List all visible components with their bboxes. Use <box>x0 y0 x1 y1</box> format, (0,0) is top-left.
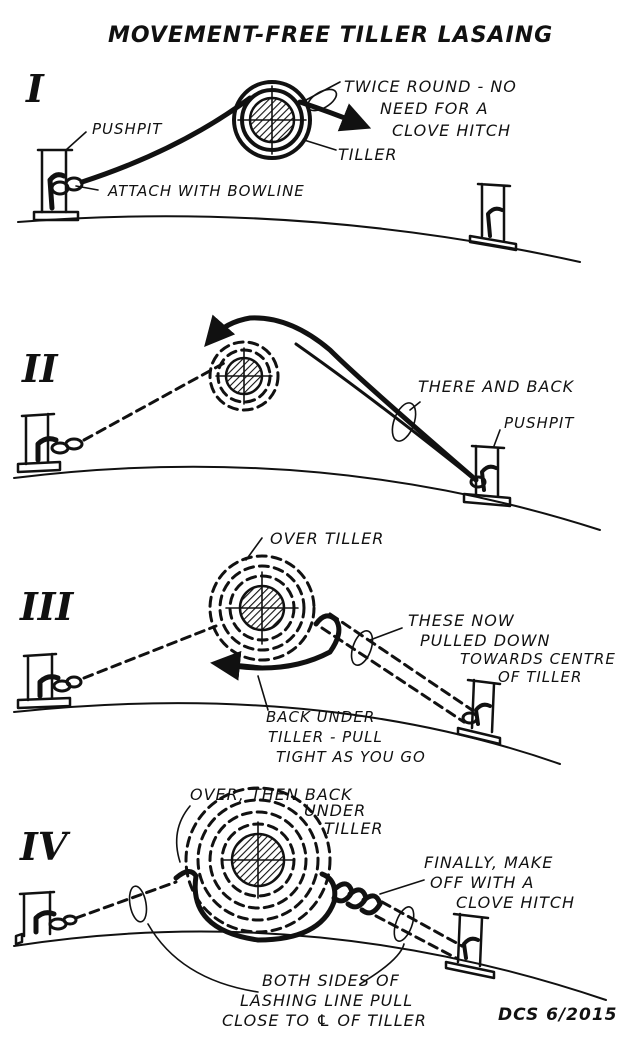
leader-line <box>409 401 421 411</box>
leader-line <box>305 81 341 101</box>
pushpit-stanchion-icon <box>16 652 83 710</box>
label-both-sides: LASHING LINE PULL <box>240 991 413 1010</box>
lashing-line-icon <box>173 869 338 943</box>
signature: DCS 6/2015 <box>498 1005 618 1025</box>
label-pushpit: PUSHPIT <box>504 414 575 432</box>
panel-1-deck <box>17 215 581 263</box>
tiller-cross-section-icon <box>232 80 312 160</box>
label-these-now: TOWARDS CENTRE <box>460 650 616 668</box>
label-twice-round: CLOVE HITCH <box>392 121 511 140</box>
lashing-line-icon <box>320 626 466 724</box>
leader-line <box>369 627 403 641</box>
tiller-cross-section-icon <box>184 786 332 934</box>
leader-line <box>379 879 425 895</box>
label-tiller: TILLER <box>338 145 398 164</box>
lashing-line-icon <box>79 95 253 185</box>
arrow-icon <box>297 99 372 132</box>
diagram-title: MOVEMENT-FREE TILLER LASAING <box>108 23 553 48</box>
tiller-cross-section-icon <box>208 340 280 412</box>
panel-2-numeral: II <box>21 346 59 391</box>
callout-ellipse <box>391 402 417 442</box>
label-over-then: TILLER <box>324 819 384 838</box>
label-back-under: TIGHT AS YOU GO <box>276 748 426 766</box>
pushpit-stanchion-icon <box>14 890 78 946</box>
label-over-then: OVER, THEN BACK <box>190 785 353 804</box>
label-back-under: BACK UNDER <box>266 708 375 726</box>
label-these-now: OF TILLER <box>498 668 582 686</box>
callout-ellipse <box>128 885 148 923</box>
label-twice-round: TWICE ROUND - NO <box>344 77 517 96</box>
leader-line <box>65 131 87 151</box>
label-finally: CLOVE HITCH <box>456 893 575 912</box>
arrow-icon <box>210 650 265 681</box>
lashing-line-icon <box>374 914 458 960</box>
leader-line <box>147 923 259 993</box>
clove-hitch-icon <box>331 881 383 916</box>
panel-2-deck <box>13 465 601 531</box>
panel-4: IV <box>13 785 618 1030</box>
label-these-now: PULLED DOWN <box>420 631 550 650</box>
panel-1: I <box>17 66 581 263</box>
leader-line <box>493 429 501 447</box>
lashing-line-icon <box>294 342 472 478</box>
label-attach: ATTACH WITH BOWLINE <box>107 182 305 200</box>
panel-3: III <box>13 529 616 766</box>
label-pushpit: PUSHPIT <box>92 120 163 138</box>
lashing-line-icon <box>328 612 474 712</box>
leader-line <box>303 139 337 151</box>
panel-2: II THERE AND BA <box>13 314 601 531</box>
pushpit-stanchion-icon <box>16 412 84 474</box>
label-both-sides: BOTH SIDES OF <box>262 971 400 990</box>
label-back-under: TILLER - PULL <box>268 728 383 746</box>
pushpit-stanchion-icon <box>32 148 80 222</box>
lashing-line-icon <box>221 613 342 671</box>
label-these-now: THESE NOW <box>408 611 515 630</box>
pushpit-stanchion-icon <box>444 912 496 980</box>
panel-4-deck <box>13 930 607 1001</box>
label-over-tiller: OVER TILLER <box>270 529 384 548</box>
label-twice-round: NEED FOR A <box>380 99 489 118</box>
tiller-cross-section-icon <box>208 554 316 662</box>
panel-3-numeral: III <box>19 584 75 629</box>
pushpit-stanchion-icon <box>456 678 502 746</box>
leader-line <box>245 537 263 561</box>
pushpit-stanchion-icon <box>462 444 512 508</box>
label-finally: OFF WITH A <box>430 873 534 892</box>
pushpit-stanchion-icon <box>468 182 518 252</box>
arrow-icon <box>204 314 479 483</box>
panel-1-numeral: I <box>25 66 45 111</box>
callout-ellipse <box>393 906 415 942</box>
leader-line <box>257 675 269 711</box>
leader-line <box>359 943 405 985</box>
label-both-sides: CLOSE TO ℄ OF TILLER <box>222 1011 427 1030</box>
lashing-line-icon <box>82 624 218 680</box>
lashing-line-icon <box>74 880 178 920</box>
panel-4-numeral: IV <box>19 824 71 869</box>
lashing-line-icon <box>82 360 228 442</box>
label-finally: FINALLY, MAKE <box>424 853 553 872</box>
label-there-and-back: THERE AND BACK <box>418 377 575 396</box>
leader-line <box>75 185 99 191</box>
lashing-line-icon <box>380 900 464 948</box>
leader-line <box>175 805 191 863</box>
label-over-then: UNDER <box>304 801 366 820</box>
callout-ellipse <box>350 630 374 666</box>
